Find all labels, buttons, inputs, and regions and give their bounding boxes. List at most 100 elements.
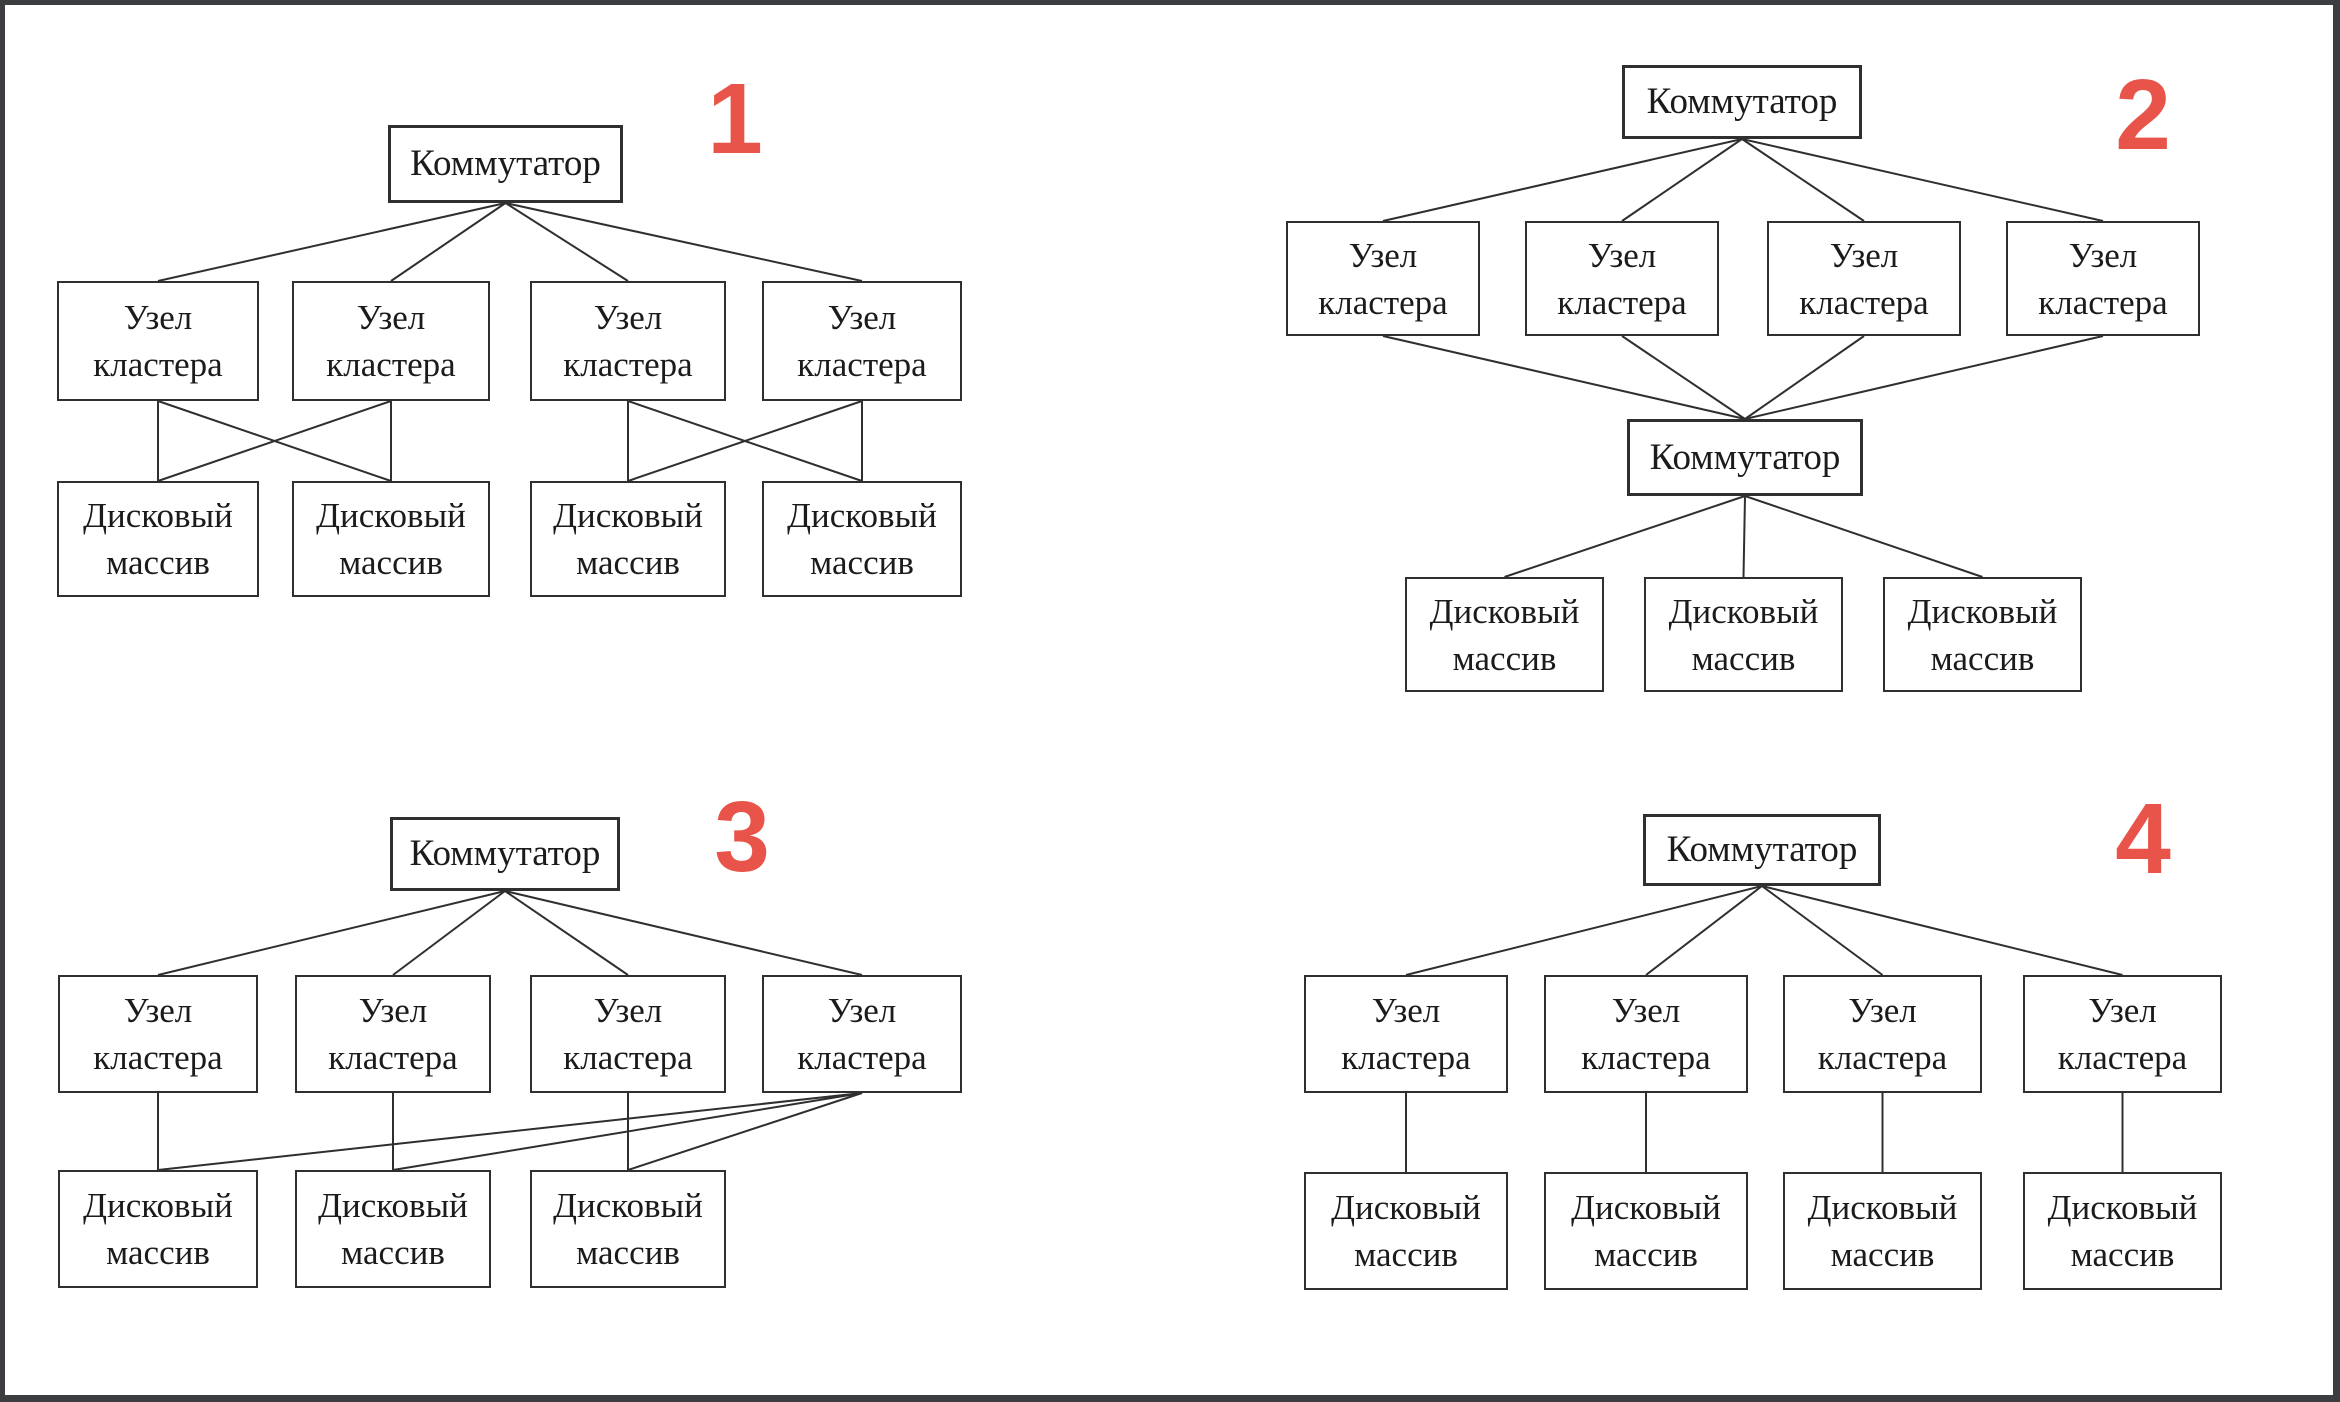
d1-node3-label-line1: Узел (593, 298, 663, 337)
d2-edge-node2-switch-bottom (1621, 335, 1746, 420)
d1-array1-label-line1: Дисковый (83, 496, 233, 535)
d4-array4: Дисковый массив (2023, 1172, 2222, 1290)
d4-node4-label-line1: Узел (2088, 991, 2157, 1030)
d4-edge-switch-node3 (1761, 885, 1884, 976)
d3-node1-label-line1: Узел (123, 991, 193, 1030)
d3-array2-label-line2: массив (341, 1233, 445, 1272)
d2-switch-top: Коммутатор (1622, 65, 1862, 139)
d3-switch: Коммутатор (390, 817, 620, 891)
d3-edge-node4-array3 (627, 1092, 863, 1171)
d3-edge-switch-node4 (504, 890, 863, 976)
d3-edge-node4-array2 (392, 1092, 863, 1171)
d3-array2: Дисковый массив (295, 1170, 491, 1288)
d2-switch-bottom: Коммутатор (1627, 419, 1863, 496)
d2-edge-switch-bottom-array1 (1504, 495, 1746, 578)
d1-edge-switch-node1 (157, 202, 506, 282)
diagram4-number: 4 (2115, 783, 2171, 895)
d3-node2-label-line1: Узел (358, 991, 428, 1030)
d1-array1: Дисковый массив (57, 481, 259, 597)
d4-edge-switch-node1 (1405, 885, 1763, 976)
d2-node4-label-line2: кластера (2038, 282, 2168, 322)
d2-edge-node1-switch-bottom (1382, 335, 1746, 420)
d3-node1: Узел кластера (58, 975, 258, 1093)
d4-node1: Узел кластера (1304, 975, 1508, 1093)
d2-edge-switch-top-node1 (1382, 138, 1743, 222)
d3-node3-label-line2: кластера (563, 1038, 693, 1077)
d3-node4-label-line2: кластера (797, 1038, 927, 1077)
d3-node4-label-line1: Узел (827, 991, 897, 1030)
d3-node3: Узел кластера (530, 975, 726, 1093)
d3-array2-label-line1: Дисковый (318, 1186, 468, 1225)
d2-node3-label-line1: Узел (1829, 235, 1899, 275)
d2-node1-label-line1: Узел (1348, 235, 1418, 275)
d4-node3: Узел кластера (1783, 975, 1982, 1093)
d3-node2-label-line2: кластера (328, 1038, 458, 1077)
d1-switch-label: Коммутатор (410, 143, 601, 184)
d3-array1: Дисковый массив (58, 1170, 258, 1288)
d1-node4-label-line1: Узел (827, 298, 897, 337)
d4-array4-label-line1: Дисковый (2047, 1188, 2198, 1227)
d1-array3-label-line2: массив (576, 543, 680, 582)
d1-array3: Дисковый массив (530, 481, 726, 597)
d2-edge-switch-top-node3 (1741, 138, 1865, 222)
d2-node2: Узел кластера (1525, 221, 1719, 336)
d1-node2-label-line1: Узел (356, 298, 426, 337)
d2-edge-switch-bottom-array2 (1742, 495, 1746, 578)
d3-node4: Узел кластера (762, 975, 962, 1093)
d1-edge-node4-array3 (627, 400, 863, 482)
d2-array1: Дисковый массив (1405, 577, 1604, 692)
d1-array2-label-line1: Дисковый (316, 496, 466, 535)
d4-array3: Дисковый массив (1783, 1172, 1982, 1290)
d1-node2-label-line2: кластера (326, 345, 456, 384)
d4-switch: Коммутатор (1643, 814, 1881, 886)
d4-node1-label-line2: кластера (1341, 1038, 1471, 1077)
d2-edge-node4-switch-bottom (1744, 335, 2104, 420)
d2-node1: Узел кластера (1286, 221, 1480, 336)
d3-array3: Дисковый массив (530, 1170, 726, 1288)
d4-node2-label-line1: Узел (1611, 991, 1681, 1030)
d2-array3-label-line2: массив (1930, 638, 2035, 678)
diagram3-number: 3 (714, 781, 770, 893)
d1-array2: Дисковый массив (292, 481, 490, 597)
d1-array4-label-line1: Дисковый (787, 496, 937, 535)
d1-node4-label-line2: кластера (797, 345, 927, 384)
edges-layer (157, 138, 2124, 1172)
d4-array3-label-line1: Дисковый (1807, 1188, 1958, 1227)
d4-edge-switch-node4 (1761, 885, 2123, 976)
d2-array1-label-line1: Дисковый (1429, 591, 1580, 631)
d1-node1-label-line1: Узел (123, 298, 193, 337)
d2-edge-switch-top-node4 (1741, 138, 2104, 222)
d4-node1-label-line1: Узел (1371, 991, 1441, 1030)
d4-array2-label-line1: Дисковый (1571, 1188, 1721, 1227)
d2-node2-label-line2: кластера (1557, 282, 1687, 322)
d4-array3-label-line2: массив (1830, 1235, 1935, 1274)
d3-array1-label-line2: массив (106, 1233, 210, 1272)
d1-edge-switch-node3 (504, 202, 629, 282)
d1-node1-label-line2: кластера (93, 345, 223, 384)
d2-node3-label-line2: кластера (1799, 282, 1929, 322)
d4-array4-label-line2: массив (2070, 1235, 2175, 1274)
d2-switch-bottom-label: Коммутатор (1649, 436, 1841, 478)
d1-edge-switch-node2 (390, 202, 507, 282)
d2-array1-label-line2: массив (1452, 638, 1557, 678)
d3-edge-node4-array1 (157, 1092, 863, 1171)
d4-array1: Дисковый массив (1304, 1172, 1508, 1290)
d2-array3: Дисковый массив (1883, 577, 2082, 692)
d1-edge-node2-array1 (157, 400, 392, 482)
d4-node2-label-line2: кластера (1581, 1038, 1711, 1077)
diagram1-number: 1 (707, 63, 763, 175)
d1-node4: Узел кластера (762, 281, 962, 401)
d3-edge-switch-node2 (392, 890, 506, 976)
d1-array4: Дисковый массив (762, 481, 962, 597)
d2-array3-label-line1: Дисковый (1907, 591, 2058, 631)
d1-array3-label-line1: Дисковый (553, 496, 703, 535)
d3-array3-label-line2: массив (576, 1233, 680, 1272)
d2-array2: Дисковый массив (1644, 577, 1843, 692)
d4-node4-label-line2: кластера (2057, 1038, 2188, 1077)
d1-node1: Узел кластера (57, 281, 259, 401)
d4-node4: Узел кластера (2023, 975, 2222, 1093)
d3-node2: Узел кластера (295, 975, 491, 1093)
d2-node2-label-line1: Узел (1587, 235, 1657, 275)
d2-array2-label-line2: массив (1691, 638, 1796, 678)
